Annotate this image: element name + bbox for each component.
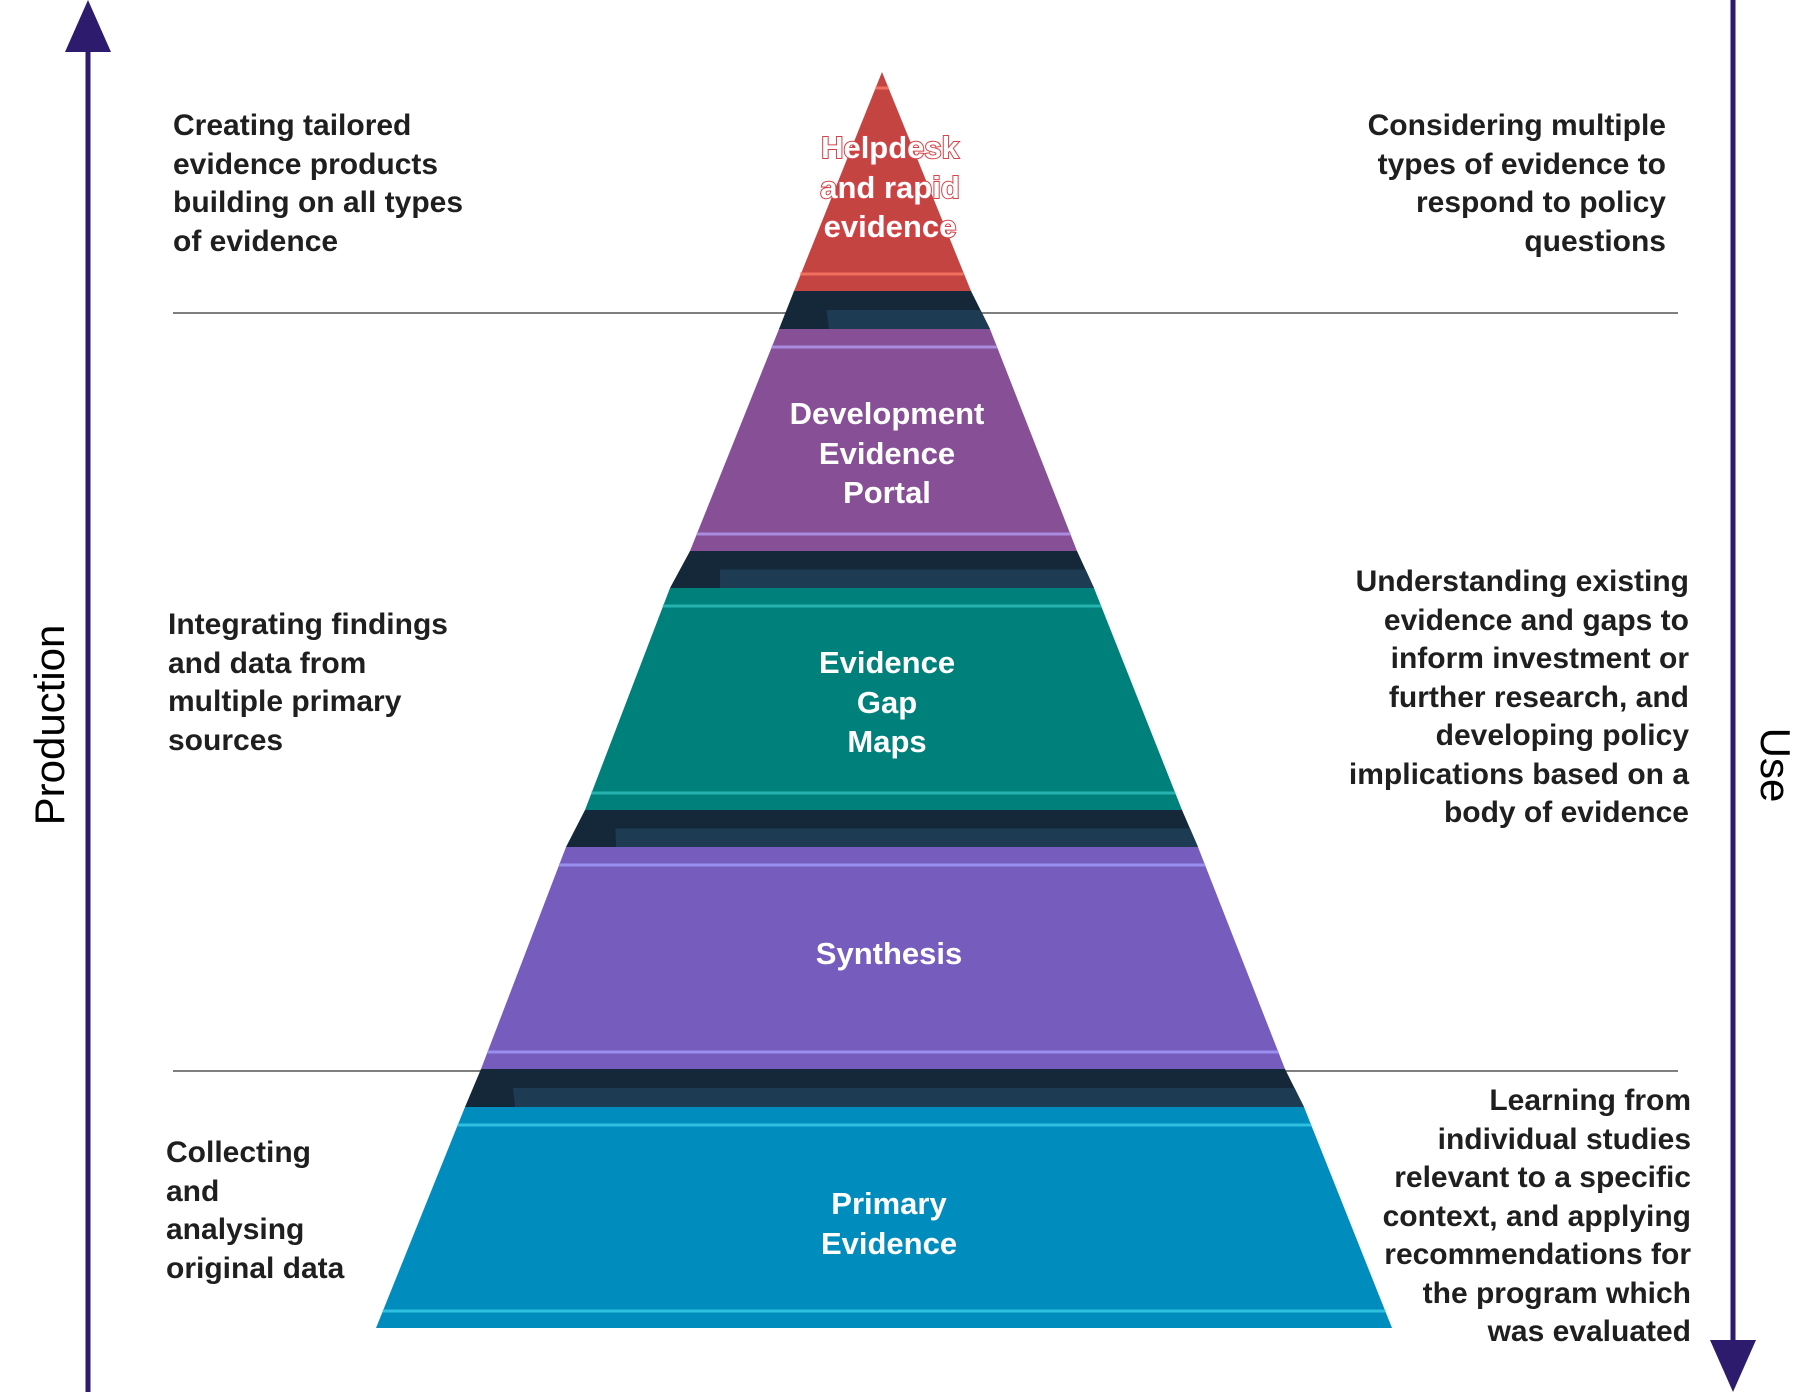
use-axis-label: Use: [1752, 727, 1799, 803]
tier-synthesis: [481, 847, 1285, 1069]
tier-label-line: Portal: [843, 475, 931, 510]
production-note-integrating: Integrating findings and data from multi…: [168, 608, 448, 757]
tier-connectors: [465, 291, 1304, 1107]
tier-label-line: Gap: [856, 684, 918, 720]
tier-gap-maps: [585, 588, 1182, 810]
tier-label-line: Evidence: [820, 1225, 958, 1261]
tier-label-synthesis: Synthesis: [816, 934, 962, 974]
tier-primary: [376, 1107, 1392, 1328]
use-note-individual-studies: Learning from individual studies relevan…: [1382, 1084, 1691, 1348]
tier-label-line: Evidence: [818, 435, 956, 471]
production-note-tailored: Creating tailored evidence products buil…: [173, 109, 464, 258]
tier-portal: [690, 329, 1077, 551]
axes: [65, 0, 1756, 1392]
tier-connector-band: [615, 828, 1198, 847]
production-axis-arrowhead: [65, 0, 111, 52]
tier-label-line: Helpdesk: [820, 129, 960, 166]
tier-helpdesk: [794, 72, 971, 291]
use-axis-arrowhead: [1710, 1340, 1756, 1392]
production-axis-label: Production: [26, 624, 73, 826]
tier-label-gap-maps: Evidence Gap Maps: [819, 643, 955, 762]
tier-label-line: Development: [789, 396, 985, 431]
tier-label-helpdesk: Helpdesk and rapid evidence: [819, 128, 961, 247]
tier-connector-band: [826, 310, 990, 329]
tier-label-line: Primary: [831, 1186, 947, 1221]
tier-label-primary: Primary Evidence: [821, 1184, 957, 1263]
tier-label-line: Synthesis: [815, 936, 963, 971]
use-note-multiple-types: Considering multiple types of evidence t…: [1367, 109, 1666, 258]
use-note-gaps: Understanding existing evidence and gaps…: [1348, 565, 1689, 829]
pyramid-tiers: [376, 72, 1392, 1328]
production-note-collecting: Collecting and analysing original data: [166, 1136, 345, 1285]
tier-label-line: Evidence: [818, 645, 956, 680]
tier-label-line: Maps: [847, 724, 927, 759]
tier-label-line: evidence: [823, 208, 958, 245]
tier-connector-band: [513, 1088, 1304, 1107]
tier-label-portal: Development Evidence Portal: [790, 394, 985, 513]
tier-label-line: and rapid: [819, 169, 961, 206]
tier-connector-band: [720, 569, 1094, 588]
